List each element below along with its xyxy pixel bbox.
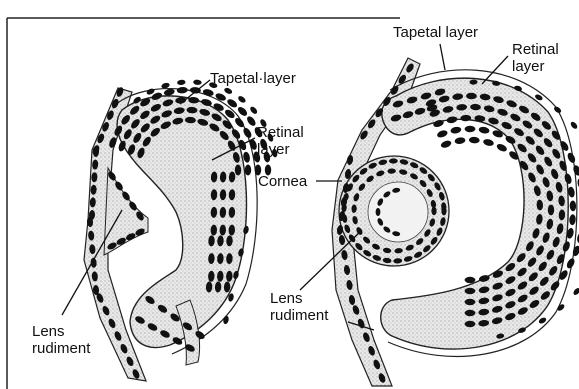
right-cornea-label: Cornea [258,173,307,190]
cell-nucleus [569,214,576,225]
cell-nucleus [571,245,579,257]
cell-nucleus [469,137,480,144]
cell-nucleus [245,115,257,128]
cell-nucleus [237,95,247,104]
cell-nucleus [223,315,230,324]
cell-nucleus [465,310,476,316]
right-tapetal-label: Tapetal layer [393,24,478,41]
cell-nucleus [223,87,233,95]
right-lens-label-line2: rudiment [270,307,328,324]
cell-nucleus [565,257,576,270]
cell-nucleus [450,126,462,134]
cell-nucleus [177,87,188,94]
cell-nucleus [177,79,186,85]
cell-nucleus [548,205,554,216]
right-retinal-label-line2: layer [512,58,545,75]
cell-nucleus [566,152,577,165]
cell-nucleus [478,126,490,134]
left-lens-label-line1: Lens [32,323,65,340]
cell-nucleus [226,98,239,109]
cell-nucleus [569,121,578,130]
leader-right-tapetal [440,44,445,70]
cell-nucleus [482,138,494,147]
cell-nucleus [249,105,258,115]
cell-nucleus [376,208,381,216]
cell-nucleus [193,79,202,85]
cell-nucleus [570,200,577,211]
left-retinal-label-line2: layer [257,141,290,158]
cell-nucleus [465,321,476,327]
left-lens-rudiment [104,168,148,255]
cell-nucleus [235,165,241,176]
cell-nucleus [436,129,448,139]
cell-nucleus [454,137,466,145]
cell-nucleus [465,277,476,283]
cell-nucleus [245,165,251,176]
right-retinal-label-line1: Retinal [512,41,559,58]
cell-nucleus [440,139,452,149]
cell-nucleus [465,126,476,132]
left-tapetal-label: Tapetal·layer [210,70,296,87]
cell-nucleus [496,142,509,153]
right-lens-label-line1: Lens [270,290,303,307]
cell-nucleus [553,105,562,114]
left-retinal-label-line1: Retinal [257,124,304,141]
leader-right-retinal [482,56,508,84]
cell-nucleus [572,287,579,296]
cell-nucleus [556,303,565,312]
cell-nucleus [214,92,227,102]
cell-nucleus [465,299,476,305]
left-lens-label-line2: rudiment [32,340,90,357]
cell-nucleus [202,88,214,97]
cell-nucleus [242,127,253,140]
cell-nucleus [465,288,476,294]
